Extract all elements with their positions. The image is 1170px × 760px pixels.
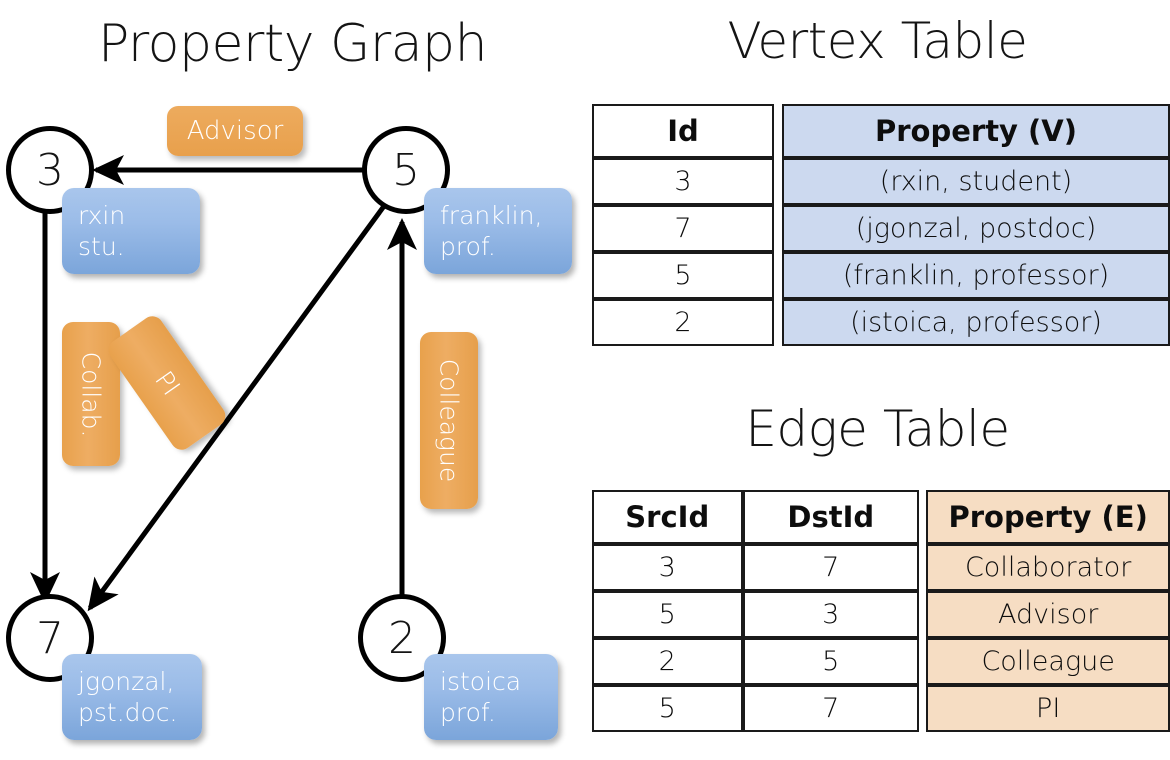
vertex-cell-id: 5 bbox=[592, 252, 774, 299]
vertex-cell-property: (jgonzal, postdoc) bbox=[782, 205, 1170, 252]
vertex-col-header-id: Id bbox=[592, 104, 774, 158]
edge-label-pi-text: PI bbox=[148, 365, 186, 401]
table-row[interactable]: 2 (istoica, professor) bbox=[592, 299, 1170, 346]
table-row[interactable]: 5 7 PI bbox=[592, 685, 1170, 732]
edge-cell-property: PI bbox=[926, 685, 1170, 732]
column-gap bbox=[919, 591, 927, 638]
vertex-cell-id: 2 bbox=[592, 299, 774, 346]
edge-col-header-property: Property (E) bbox=[926, 490, 1170, 544]
edge-cell-dstid: 3 bbox=[742, 591, 920, 638]
node-property-box-rxin: rxin stu. bbox=[62, 188, 200, 274]
property-graph-panel: Property Graph 3 5 7 2 rxin stu. frankli… bbox=[6, 14, 572, 740]
edge-label-colleague-text: Colleague bbox=[434, 358, 464, 483]
vertex-cell-id: 3 bbox=[592, 158, 774, 205]
vertex-table: Id Property (V) 3 (rxin, student) 7 (jgo… bbox=[592, 104, 1170, 346]
table-row[interactable]: 2 5 Colleague bbox=[592, 638, 1170, 685]
table-row[interactable]: 3 (rxin, student) bbox=[592, 158, 1170, 205]
vertex-cell-property: (franklin, professor) bbox=[782, 252, 1170, 299]
edge-table: SrcId DstId Property (E) 3 7 Collaborato… bbox=[592, 490, 1170, 732]
table-row[interactable]: 3 7 Collaborator bbox=[592, 544, 1170, 591]
column-gap bbox=[774, 104, 782, 158]
column-gap bbox=[919, 638, 927, 685]
column-gap bbox=[919, 490, 927, 544]
node-property-box-jgonzal: jgonzal, pst.doc. bbox=[62, 654, 202, 740]
node-property-box-istoica: istoica prof. bbox=[424, 654, 558, 740]
page-title-edge-table: Edge Table bbox=[745, 400, 1010, 458]
vertex-cell-id: 7 bbox=[592, 205, 774, 252]
column-gap bbox=[919, 544, 927, 591]
edge-label-advisor-text: Advisor bbox=[186, 116, 284, 146]
page-title-property-graph: Property Graph bbox=[97, 14, 488, 74]
edge-cell-srcid: 5 bbox=[592, 685, 743, 732]
edge-label-collab-text: Collab. bbox=[76, 351, 106, 437]
table-row[interactable]: 5 (franklin, professor) bbox=[592, 252, 1170, 299]
edge-cell-dstid: 5 bbox=[742, 638, 920, 685]
table-row[interactable]: 7 (jgonzal, postdoc) bbox=[592, 205, 1170, 252]
edge-col-header-dstid: DstId bbox=[742, 490, 920, 544]
vertex-cell-property: (istoica, professor) bbox=[782, 299, 1170, 346]
edge-cell-property: Collaborator bbox=[926, 544, 1170, 591]
edge-cell-property: Advisor bbox=[926, 591, 1170, 638]
edge-label-advisor: Advisor bbox=[167, 106, 303, 156]
column-gap bbox=[774, 158, 782, 205]
edge-cell-srcid: 5 bbox=[592, 591, 743, 638]
table-header-row: SrcId DstId Property (E) bbox=[592, 490, 1170, 544]
table-row[interactable]: 5 3 Advisor bbox=[592, 591, 1170, 638]
graph-node-2[interactable]: 2 bbox=[358, 594, 446, 682]
graph-node-5[interactable]: 5 bbox=[362, 126, 450, 214]
edge-label-colleague: Colleague bbox=[420, 332, 478, 509]
edge-cell-dstid: 7 bbox=[742, 544, 920, 591]
edge-arrow-pi bbox=[87, 200, 390, 612]
vertex-cell-property: (rxin, student) bbox=[782, 158, 1170, 205]
table-header-row: Id Property (V) bbox=[592, 104, 1170, 158]
edge-cell-srcid: 3 bbox=[592, 544, 743, 591]
column-gap bbox=[774, 252, 782, 299]
column-gap bbox=[774, 299, 782, 346]
edge-cell-dstid: 7 bbox=[742, 685, 920, 732]
edge-cell-srcid: 2 bbox=[592, 638, 743, 685]
node-property-box-franklin: franklin, prof. bbox=[424, 188, 572, 274]
vertex-col-header-property: Property (V) bbox=[782, 104, 1170, 158]
graph-edges-layer bbox=[30, 155, 417, 612]
edge-col-header-srcid: SrcId bbox=[592, 490, 743, 544]
column-gap bbox=[774, 205, 782, 252]
page-title-vertex-table: Vertex Table bbox=[727, 12, 1028, 70]
column-gap bbox=[919, 685, 927, 732]
edge-cell-property: Colleague bbox=[926, 638, 1170, 685]
